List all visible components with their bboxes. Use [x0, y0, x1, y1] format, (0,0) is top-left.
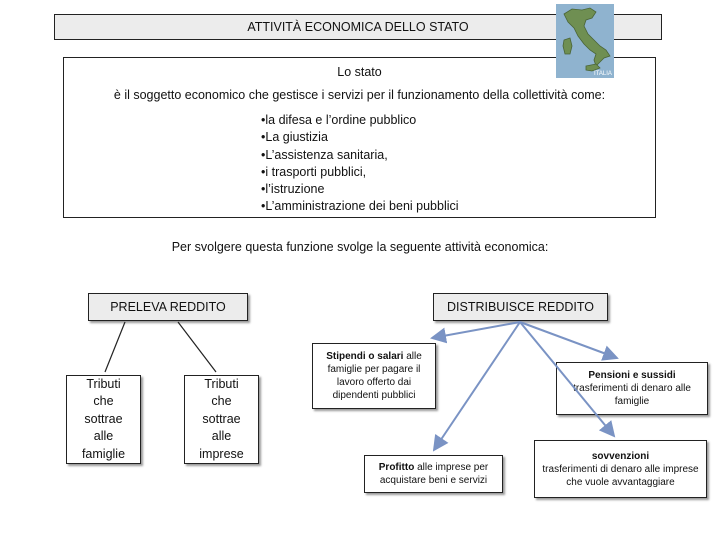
- list-item: •la difesa e l’ordine pubblico: [261, 113, 417, 127]
- arrow-preleva-imprese: [177, 321, 217, 373]
- text-line: Tributi: [86, 376, 121, 391]
- arrow-to-pensioni: [519, 321, 619, 361]
- arrow-to-sovvenzioni: [519, 321, 616, 438]
- intro-text: Per svolgere questa funzione svolge la s…: [171, 240, 549, 254]
- text-line: imprese: [199, 446, 244, 461]
- page-title: ATTIVITÀ ECONOMICA DELLO STATO: [247, 20, 469, 34]
- text-line: famiglie: [81, 446, 126, 461]
- stipendi-box: Stipendi o salari alle famiglie per paga…: [312, 343, 436, 409]
- pensioni-rest: trasferimenti di denaro alle famiglie: [573, 383, 691, 407]
- stipendi-text: Stipendi o salari alle famiglie per paga…: [313, 350, 435, 402]
- list-item: •L’amministrazione dei beni pubblici: [261, 199, 459, 214]
- definition-box: Lo stato è il soggetto economico che ges…: [63, 57, 656, 218]
- distribuisce-reddito-box: DISTRIBUISCE REDDITO: [433, 293, 608, 321]
- sovvenzioni-lead: sovvenzioni: [591, 450, 650, 462]
- sovvenzioni-rest: trasferimenti di denaro alle imprese che…: [542, 463, 699, 488]
- arrow-to-stipendi: [430, 321, 521, 344]
- profitto-rest: alle imprese per acquistare beni e servi…: [379, 462, 489, 486]
- services-list: •la difesa e l’ordine pubblico •La giust…: [261, 112, 459, 216]
- text-line: Tributi: [204, 376, 239, 391]
- italy-map-icon: ITALIA: [556, 4, 614, 78]
- text-line: alle: [211, 429, 232, 444]
- arrow-preleva-famiglie: [104, 321, 126, 373]
- list-item: •i trasporti pubblici,: [261, 164, 367, 179]
- italy-land: [563, 7, 611, 67]
- stipendi-rest: alle famiglie per pagare il lavoro offer…: [327, 351, 422, 401]
- sicily-land: [585, 63, 601, 72]
- preleva-label: PRELEVA REDDITO: [110, 300, 226, 314]
- list-item: •l’istruzione: [261, 182, 325, 197]
- tributi-famiglie-box: Tributi che sottrae alle famiglie: [66, 375, 141, 464]
- tributi-imprese-text: Tributi che sottrae alle imprese: [199, 376, 243, 464]
- map-label: ITALIA: [594, 71, 612, 77]
- profitto-text: Profitto alle imprese per acquistare ben…: [365, 461, 502, 487]
- pensioni-lead: Pensioni e sussidi: [588, 370, 676, 381]
- text-line: sottrae: [202, 411, 241, 426]
- pensioni-text: Pensioni e sussidi trasferimenti di denar…: [557, 369, 707, 408]
- definition-text: è il soggetto economico che gestisce i s…: [113, 88, 606, 102]
- stipendi-lead: Stipendi o salari: [326, 351, 404, 362]
- profitto-lead: Profitto: [378, 462, 415, 473]
- definition-title: Lo stato: [337, 65, 382, 79]
- text-line: che: [93, 394, 114, 409]
- profitto-box: Profitto alle imprese per acquistare ben…: [364, 455, 503, 493]
- arrow-to-profitto: [432, 321, 521, 452]
- sardinia-land: [562, 37, 573, 55]
- distribuisce-label: DISTRIBUISCE REDDITO: [446, 300, 594, 314]
- tributi-famiglie-text: Tributi che sottrae alle famiglie: [82, 376, 125, 464]
- italy-map-image: ITALIA: [556, 4, 614, 78]
- pensioni-box: Pensioni e sussidi trasferimenti di denar…: [556, 362, 708, 415]
- text-line: che: [211, 394, 232, 409]
- text-line: alle: [93, 429, 114, 444]
- list-item: •La giustizia: [261, 130, 328, 145]
- preleva-reddito-box: PRELEVA REDDITO: [88, 293, 248, 321]
- text-line: sottrae: [84, 411, 123, 426]
- tributi-imprese-box: Tributi che sottrae alle imprese: [184, 375, 259, 464]
- list-item: •L’assistenza sanitaria,: [261, 147, 388, 162]
